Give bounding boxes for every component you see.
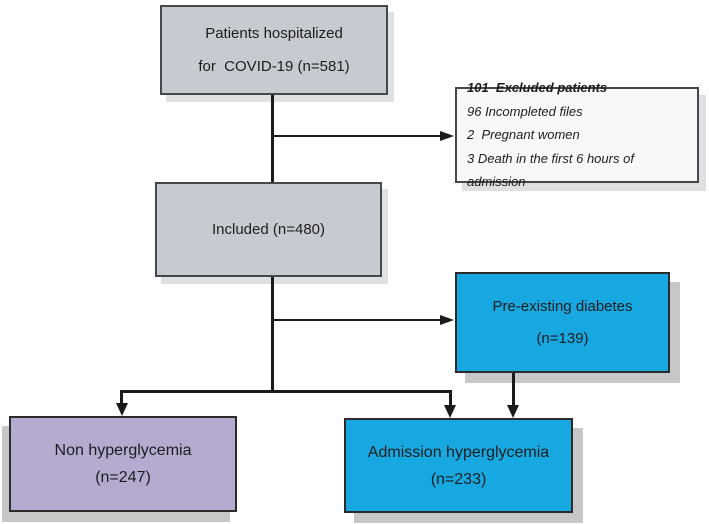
connector-included-to-branch xyxy=(271,277,274,392)
node-non-hyperglycemia: Non hyperglycemia (n=247) xyxy=(9,416,237,512)
arrowhead-right-to-excluded-icon xyxy=(440,131,454,141)
connector-branch-to-non-hyperglycemia xyxy=(120,392,123,404)
node-patients-hospitalized: Patients hospitalized for COVID-19 (n=58… xyxy=(160,5,388,95)
connector-diabetes-to-admission-hyperglycemia xyxy=(512,373,515,406)
node-text-line: (n=139) xyxy=(536,329,589,347)
node-text-line: 3 Death in the first 6 hours of admissio… xyxy=(467,150,638,190)
node-excluded-patients: 101 Excluded patients 96 Incompleted fil… xyxy=(455,80,699,189)
node-text-line: (n=233) xyxy=(430,470,487,488)
connector-to-diabetes xyxy=(274,319,442,321)
arrowhead-right-to-diabetes-icon xyxy=(440,315,454,325)
node-text-line: 2 Pregnant women xyxy=(467,127,580,143)
node-text-line: 96 Incompleted files xyxy=(467,103,583,119)
node-text-line: Non hyperglycemia xyxy=(54,442,192,459)
node-text-line: Included (n=480) xyxy=(212,220,325,238)
node-text-line: Patients hospitalized xyxy=(205,25,343,42)
arrowhead-down-to-admission-hyperglycemia-icon xyxy=(444,405,456,418)
node-text-line: Pre-existing diabetes xyxy=(492,297,633,315)
node-included: Included (n=480) xyxy=(155,182,382,277)
connector-hospitalized-to-included xyxy=(271,95,274,182)
node-text-line: 101 Excluded patients xyxy=(467,80,608,96)
node-text-line: Admission hyperglycemia xyxy=(367,443,550,461)
node-pre-existing-diabetes: Pre-existing diabetes (n=139) xyxy=(455,272,670,373)
node-text-line: for COVID-19 (n=581) xyxy=(198,58,350,75)
connector-branch-horizontal xyxy=(120,390,452,393)
connector-to-excluded xyxy=(274,135,442,137)
arrowhead-down-to-non-hyperglycemia-icon xyxy=(116,403,128,416)
arrowhead-down-from-diabetes-icon xyxy=(507,405,519,418)
node-admission-hyperglycemia: Admission hyperglycemia (n=233) xyxy=(344,418,573,513)
connector-branch-to-admission-hyperglycemia xyxy=(449,392,452,406)
node-text-line: (n=247) xyxy=(95,469,151,486)
